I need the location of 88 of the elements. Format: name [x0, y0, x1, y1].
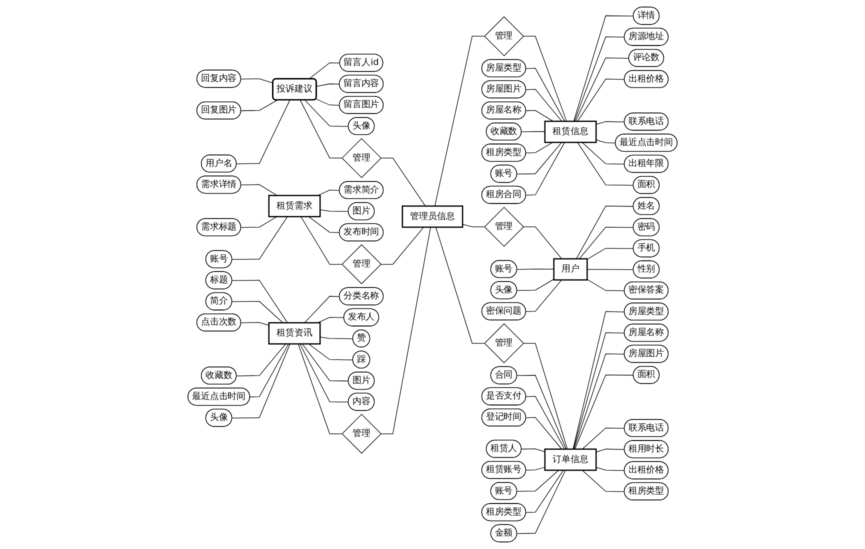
connector	[526, 396, 565, 450]
connector	[522, 36, 567, 122]
node-box: 管理员信息	[402, 205, 464, 228]
connector	[236, 100, 290, 164]
connector	[526, 142, 553, 154]
connector	[516, 142, 562, 174]
connector	[232, 216, 288, 260]
connector	[240, 216, 278, 228]
node-box: 租赁需求	[268, 194, 321, 218]
connector	[582, 470, 625, 492]
connector	[380, 226, 424, 265]
connector	[304, 296, 340, 324]
connector	[232, 301, 284, 324]
connector	[526, 470, 564, 513]
connector	[462, 224, 485, 228]
connector	[526, 417, 562, 450]
connector	[526, 280, 562, 312]
connector	[320, 336, 354, 340]
connector	[577, 142, 634, 186]
connector	[574, 374, 634, 450]
node-diamond: 管理	[342, 138, 382, 178]
connector	[304, 100, 349, 127]
node-diamond: 管理	[484, 16, 524, 56]
connector	[521, 448, 546, 452]
connector	[574, 36, 625, 122]
connector	[240, 184, 278, 196]
connector	[582, 142, 625, 164]
connector	[300, 344, 349, 402]
connector	[232, 280, 288, 324]
connector	[526, 88, 562, 122]
node-diamond: 管理	[342, 414, 382, 454]
connector	[240, 78, 274, 84]
connector	[308, 344, 354, 360]
connector	[240, 322, 270, 326]
connector	[302, 344, 349, 382]
connector	[526, 110, 554, 122]
connector	[320, 209, 349, 212]
connector	[300, 216, 342, 265]
connector	[572, 311, 625, 450]
node-box: 租赁资讯	[268, 322, 321, 345]
node-box: 用户	[553, 258, 588, 281]
connector	[573, 15, 634, 122]
connector	[526, 466, 546, 471]
connector	[596, 139, 616, 144]
connector	[575, 58, 630, 122]
connector	[516, 268, 554, 270]
connector	[236, 344, 286, 376]
connector	[596, 467, 625, 471]
node-diamond: 管理	[342, 244, 382, 284]
node-box: 租赁信息	[544, 120, 597, 144]
connector	[596, 121, 625, 125]
connector	[586, 269, 634, 270]
connector	[298, 344, 342, 434]
connector	[577, 78, 625, 122]
connector	[582, 428, 625, 450]
connector	[516, 374, 566, 450]
connector	[586, 248, 634, 260]
connector	[317, 190, 340, 196]
connector	[578, 226, 634, 260]
connector	[380, 158, 426, 206]
connector	[526, 142, 565, 196]
connector	[516, 470, 559, 492]
connector	[308, 216, 340, 233]
node-box: 订单信息	[544, 448, 597, 471]
connector	[300, 100, 342, 158]
connector	[240, 100, 278, 112]
node-diamond: 管理	[484, 323, 524, 364]
connector	[316, 84, 340, 87]
connector	[522, 226, 562, 260]
connector	[316, 98, 340, 106]
connector	[521, 131, 546, 132]
connector	[574, 354, 625, 450]
connector	[232, 344, 290, 418]
connector	[522, 342, 568, 450]
connector	[435, 226, 485, 344]
connector	[317, 317, 344, 324]
connector	[434, 36, 485, 206]
connector	[516, 278, 554, 291]
connector	[250, 344, 289, 398]
connector	[526, 68, 565, 122]
connector	[308, 62, 340, 80]
node-diamond: 管理	[484, 206, 524, 247]
connector	[380, 226, 431, 434]
connector	[573, 332, 625, 450]
connector	[516, 470, 566, 534]
connector	[576, 206, 634, 260]
connector	[596, 448, 625, 452]
connector	[586, 279, 625, 292]
